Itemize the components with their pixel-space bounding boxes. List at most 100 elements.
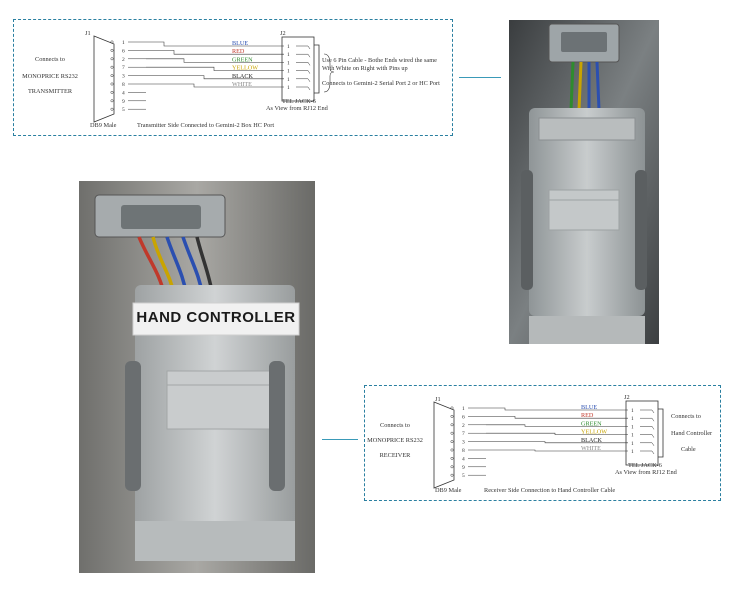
j2-label: J2 — [624, 394, 630, 401]
db9-pin-label: 2 — [122, 57, 125, 63]
wire-label-blue: BLUE — [581, 404, 597, 411]
wire-blue — [486, 407, 628, 411]
wire-label-green: GREEN — [232, 56, 253, 63]
db9-pin-dot — [110, 99, 114, 103]
db9-pin-dot — [110, 57, 114, 61]
wire-black — [146, 75, 284, 80]
db9-pin-label: 6 — [122, 48, 125, 54]
db9-pin-label: 4 — [462, 456, 465, 462]
wire-blue — [146, 41, 284, 47]
wire-label-white: WHITE — [232, 81, 252, 88]
jack-contact — [640, 417, 655, 422]
db9-connector-icon — [433, 401, 455, 489]
jack-pin-label: 1 — [631, 424, 634, 430]
jack-sub-label: As View from RJ12 End — [615, 469, 677, 476]
j1-label: J1 — [435, 396, 441, 403]
db9-pin-label: 9 — [462, 465, 465, 471]
wire-green — [146, 58, 284, 63]
jack-contact — [296, 86, 311, 91]
wire-label-red: RED — [581, 412, 594, 419]
jack-pin-label: 1 — [287, 77, 290, 83]
db9-pin-dot — [110, 40, 114, 44]
wire-label-black: BLACK — [581, 437, 603, 444]
db9-pin-label: 6 — [462, 414, 465, 420]
db9-pin-label: 3 — [122, 74, 125, 80]
wire-label-green: GREEN — [581, 420, 602, 427]
jack-pin-label: 1 — [287, 69, 290, 75]
jack-contact — [296, 62, 311, 66]
db9-pin-label: 5 — [122, 107, 125, 113]
wire-red — [486, 416, 628, 419]
connects-to-label: Connects to — [380, 422, 410, 429]
db9-pin-label: 8 — [122, 82, 125, 88]
db9-pin-dot — [110, 48, 114, 52]
j2-label: J2 — [280, 30, 286, 37]
jack-pin-label: 1 — [631, 441, 634, 447]
jack-label: TEL JACK-6 — [628, 462, 662, 469]
db9-pin-dot — [110, 74, 114, 78]
jack-contact — [640, 426, 655, 430]
db9-pin-dot — [450, 431, 454, 435]
db9-pin-dot — [450, 414, 454, 418]
hand-controller-sticker: HAND CONTROLLER — [136, 309, 296, 326]
note-2: With White on Right with Pins up — [322, 65, 408, 72]
j1-label: J1 — [85, 30, 91, 37]
jack-pin-label: 1 — [287, 60, 290, 66]
wire-white — [146, 83, 284, 88]
db9-pin-label: 4 — [122, 90, 125, 96]
db9-pin-dot — [110, 90, 114, 94]
footer-label: Receiver Side Connection to Hand Control… — [484, 487, 616, 494]
jack-contact — [640, 450, 655, 455]
jack-pin-label: 1 — [287, 52, 290, 58]
db9-pin-label: 1 — [122, 40, 125, 46]
rj12-jack-icon — [625, 400, 659, 466]
wire-yellow — [486, 432, 628, 435]
jack-contact — [640, 409, 655, 414]
db9-pin-label: 7 — [122, 65, 125, 71]
wire-label-white: WHITE — [581, 445, 601, 452]
jack-pin-label: 1 — [631, 408, 634, 414]
jack-pin-label: 1 — [287, 85, 290, 91]
transmitter-schematic: Connects to MONOPRICE RS232 TRANSMITTER … — [13, 19, 453, 136]
db9-label: DB9 Male — [90, 122, 117, 129]
footer-label: Transmitter Side Connected to Gemini-2 B… — [137, 122, 275, 129]
db9-pin-dot — [450, 406, 454, 410]
db9-pin-dot — [450, 473, 454, 477]
wire-label-yellow: YELLOW — [232, 65, 258, 72]
jack-contact — [640, 442, 655, 446]
db9-pin-dot — [450, 440, 454, 444]
right-device-label: Hand Controller — [671, 430, 713, 437]
wire-label-red: RED — [232, 48, 245, 55]
db9-pin-dot — [450, 456, 454, 460]
rj12-jack-icon — [281, 36, 315, 102]
device-label: MONOPRICE RS232 — [22, 73, 78, 80]
right-connects-label: Connects to — [671, 413, 701, 420]
wire-label-blue: BLUE — [232, 40, 248, 47]
wire-green — [486, 424, 628, 427]
jack-contact — [296, 70, 311, 74]
role-label: TRANSMITTER — [27, 88, 73, 95]
wire-label-black: BLACK — [232, 73, 254, 80]
note-1: Use 6 Pin Cable - Bothe Ends wired the s… — [322, 57, 437, 64]
wire-red — [146, 50, 284, 55]
link-line-bottom — [322, 439, 358, 440]
db9-pin-label: 8 — [462, 448, 465, 454]
receiver-schematic: Connects to MONOPRICE RS232 RECEIVER 1 6 2… — [364, 385, 721, 501]
wire-white — [486, 449, 628, 452]
note-3: Connects to Gemini-2 Serial Port 2 or HC… — [322, 80, 440, 87]
jack-pin-label: 1 — [631, 416, 634, 422]
link-line-top — [459, 77, 501, 78]
jack-pin-label: 1 — [631, 449, 634, 455]
device-label: MONOPRICE RS232 — [367, 437, 423, 444]
role-label: RECEIVER — [379, 452, 411, 459]
db9-label: DB9 Male — [435, 487, 462, 494]
db9-pin-dot — [110, 65, 114, 69]
wire-black — [486, 441, 628, 444]
db9-pin-dot — [110, 82, 114, 86]
db9-pin-label: 3 — [462, 440, 465, 446]
db9-pin-label: 2 — [462, 423, 465, 429]
photo-hand-controller-adapter: HAND CONTROLLER — [79, 181, 315, 573]
jack-contact — [296, 53, 311, 58]
right-cable-label: Cable — [681, 446, 696, 453]
